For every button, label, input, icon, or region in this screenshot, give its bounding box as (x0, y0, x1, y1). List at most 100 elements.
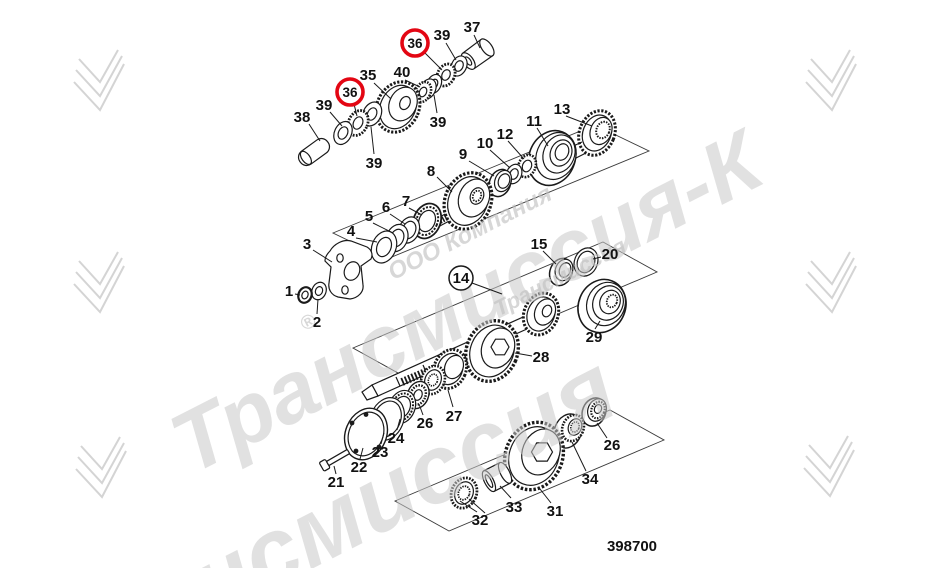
callout-number: 39 (434, 27, 451, 44)
callout-number: 15 (531, 236, 548, 253)
leader-line (459, 500, 478, 513)
leader-line (329, 111, 343, 127)
callout-number: 5 (365, 208, 373, 225)
callout-15: 15 (531, 236, 557, 265)
callout-37: 37 (464, 19, 481, 49)
part-35-gear (374, 80, 422, 134)
leader-line (514, 352, 533, 357)
callout-number: 10 (477, 135, 494, 152)
callout-3: 3 (303, 236, 333, 263)
part-12-bearing-ring (516, 153, 538, 179)
part-15-bearing-ring (548, 257, 574, 287)
part-31-gear (502, 420, 566, 492)
callout-22: 22 (351, 447, 367, 476)
callout-number: 26 (417, 415, 434, 432)
callout-number: 39 (316, 97, 333, 114)
red-highlight-circle (335, 77, 365, 107)
callout-6: 6 (382, 199, 406, 225)
callout-number: 2 (313, 314, 321, 331)
part-7-bearing (411, 202, 443, 240)
callout-number: 39 (430, 114, 447, 131)
leader-line (370, 126, 375, 155)
callout-1: 1 (285, 283, 301, 300)
callout-27: 27 (446, 389, 463, 425)
callout-39: 39 (316, 97, 343, 127)
leader-line (418, 403, 424, 416)
part-3-yoke-flange (324, 239, 373, 300)
callout-number: 27 (446, 408, 463, 425)
callout-38: 38 (294, 109, 321, 142)
callout-35: 35 (360, 67, 392, 100)
callout-29: 29 (586, 320, 603, 346)
part-4-seal (370, 230, 398, 264)
callout-number: 37 (464, 19, 481, 36)
callout-5: 5 (365, 208, 394, 234)
part-2-washer (311, 281, 327, 301)
callout-20: 20 (592, 246, 618, 263)
callout-number: 28 (533, 349, 550, 366)
callout-number: 24 (388, 430, 405, 447)
leader-line (499, 485, 512, 499)
parts-artwork (297, 38, 627, 510)
circled-callout-14: 14 (448, 265, 503, 295)
leader-line (316, 298, 319, 315)
callout-11: 11 (526, 113, 549, 147)
part-26-bearing (581, 397, 607, 427)
leader-line (408, 207, 423, 216)
watermark-chevron-icon (805, 251, 857, 314)
watermark-chevron-icon (73, 251, 125, 314)
leader-line (447, 389, 454, 408)
callout-31: 31 (539, 488, 564, 520)
callout-39: 39 (366, 126, 382, 172)
leader-line (312, 249, 333, 263)
callout-number: 21 (328, 474, 345, 491)
plane-middle (351, 241, 659, 379)
part-36-bearing (346, 109, 370, 137)
callout-number: 35 (360, 67, 377, 84)
part-21-bolt (319, 449, 350, 472)
leader-line (468, 160, 495, 177)
leader-line (468, 498, 486, 514)
callout-12: 12 (497, 126, 525, 160)
leader-line (571, 441, 587, 472)
highlighted-callout-36: 36 (400, 28, 443, 71)
callout-40: 40 (394, 64, 421, 88)
highlighted-callout-36: 36 (335, 77, 365, 117)
leader-line (539, 488, 552, 504)
leader-line (372, 222, 394, 234)
callout-number: 40 (394, 64, 411, 81)
watermark-chevron-icon (75, 436, 127, 499)
watermark-chevron-icon (73, 49, 125, 112)
leader-line (380, 432, 385, 445)
leader-line (542, 250, 557, 265)
callout-number: 36 (342, 85, 358, 100)
leader-line (308, 123, 321, 142)
part-13-gear (577, 109, 617, 157)
callout-number: 32 (472, 512, 489, 529)
callout-number: 26 (604, 437, 621, 454)
callout-number: 9 (459, 146, 467, 163)
callout-number: 29 (586, 329, 603, 346)
callout-number: 33 (506, 499, 523, 516)
callout-26: 26 (417, 403, 434, 432)
callout-8: 8 (427, 163, 453, 193)
leader-line (507, 140, 525, 160)
callout-7: 7 (402, 193, 423, 216)
callout-number: 36 (407, 36, 423, 51)
part-38-pin (297, 137, 331, 167)
leader-line (436, 176, 453, 193)
callout-2: 2 (313, 298, 321, 331)
callout-39: 39 (430, 94, 447, 131)
leader-line (359, 447, 364, 460)
callout-39: 39 (434, 27, 457, 61)
callout-21: 21 (328, 465, 345, 491)
callout-23: 23 (372, 432, 388, 461)
callout-28: 28 (514, 349, 550, 366)
callout-number: 31 (547, 503, 564, 520)
watermark-chevron-icon (805, 49, 857, 112)
part-39-washer (333, 120, 353, 146)
leader-line (396, 418, 401, 431)
